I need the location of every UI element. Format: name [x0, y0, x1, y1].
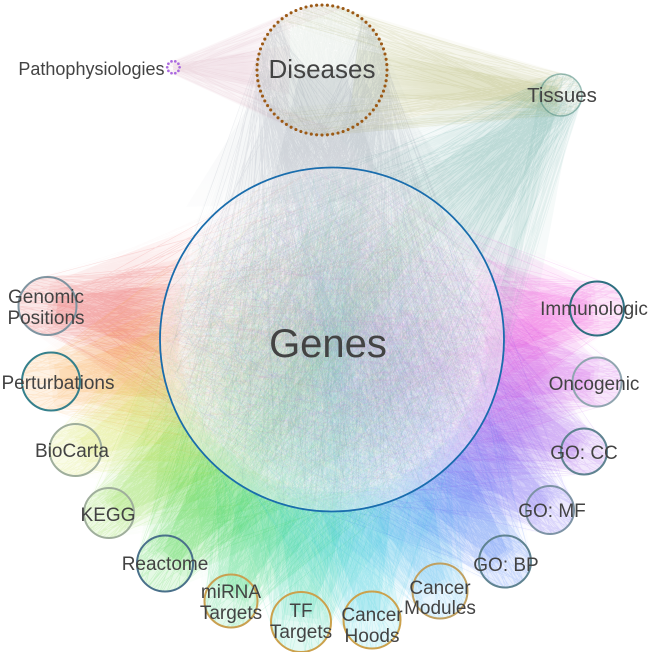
svg-text:Pathophysiologies: Pathophysiologies — [18, 59, 164, 79]
svg-text:Diseases: Diseases — [269, 54, 376, 84]
svg-text:Reactome: Reactome — [122, 554, 209, 575]
svg-text:Oncogenic: Oncogenic — [549, 374, 640, 395]
svg-text:Positions: Positions — [7, 308, 84, 329]
svg-text:Perturbations: Perturbations — [1, 373, 114, 394]
svg-text:Targets: Targets — [270, 622, 332, 643]
svg-text:BioCarta: BioCarta — [35, 441, 109, 462]
svg-text:Cancer: Cancer — [409, 578, 471, 599]
svg-text:Immunologic: Immunologic — [540, 299, 648, 320]
svg-text:Modules: Modules — [404, 598, 476, 619]
svg-text:GO: MF: GO: MF — [518, 501, 586, 522]
svg-text:KEGG: KEGG — [81, 505, 136, 526]
svg-text:Genes: Genes — [269, 322, 387, 366]
svg-text:Tissues: Tissues — [527, 84, 597, 107]
svg-text:TF: TF — [289, 601, 312, 622]
svg-text:Cancer: Cancer — [341, 605, 403, 626]
svg-text:GO: BP: GO: BP — [473, 555, 538, 576]
svg-text:miRNA: miRNA — [201, 582, 261, 603]
svg-text:Targets: Targets — [200, 603, 262, 624]
svg-text:GO: CC: GO: CC — [550, 443, 618, 464]
svg-text:Genomic: Genomic — [8, 287, 84, 308]
svg-text:Hoods: Hoods — [345, 626, 400, 647]
